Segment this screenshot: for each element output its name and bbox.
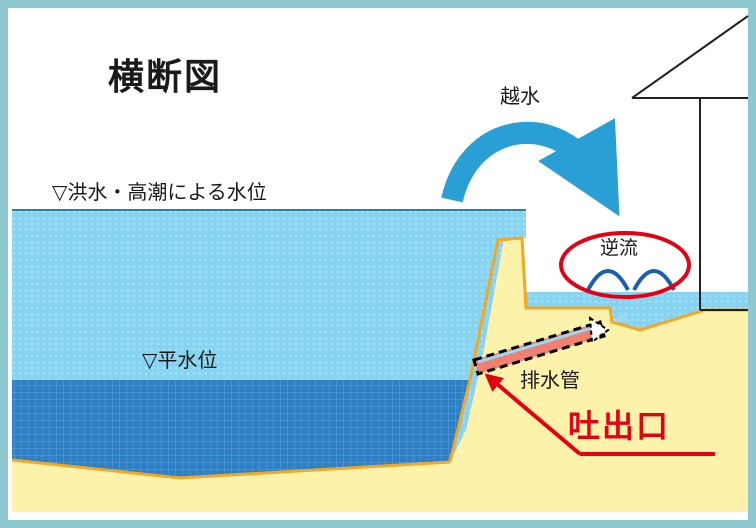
drain-pipe (472, 316, 610, 376)
house-icon (631, 15, 749, 311)
normal-water (12, 380, 470, 478)
overflow-label: 越水 (500, 84, 540, 108)
levee-outline (448, 236, 748, 463)
overflow-arrow (441, 118, 620, 217)
backflow-arch-icon (586, 269, 676, 291)
backflow-label: 逆流 (600, 237, 639, 259)
backflow-highlight (559, 231, 691, 299)
red-arrow-icon (484, 373, 715, 456)
ground (12, 238, 748, 512)
outlet-label: 吐出口 (568, 407, 671, 445)
drain-pipe-label: 排水管 (520, 368, 580, 392)
normal-level-label: ▽平水位 (142, 348, 218, 372)
flood-level-label: ▽洪水・高潮による水位 (52, 180, 267, 204)
diagram-title: 横断図 (108, 57, 223, 98)
landside-water (526, 292, 748, 330)
